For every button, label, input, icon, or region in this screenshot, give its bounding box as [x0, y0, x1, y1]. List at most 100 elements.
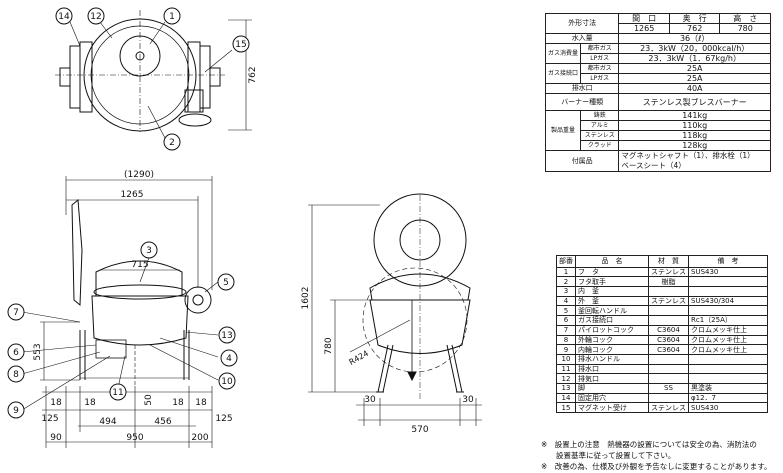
- part-material: [648, 363, 689, 375]
- weight-label: 製品重量: [544, 110, 582, 151]
- part-remarks: SUS430: [688, 266, 768, 278]
- part-remarks: [688, 286, 768, 297]
- spec-table: 外形寸法 間 口 奥 行 高 さ 1265 762 780 水入量 36（ℓ） …: [544, 13, 771, 172]
- weight-clad: 128kg: [618, 140, 771, 151]
- part-remarks: [688, 276, 768, 288]
- part-name: マグネット受け: [575, 402, 649, 413]
- part-remarks: φ12．7: [688, 392, 768, 404]
- part-no: 11: [556, 363, 576, 375]
- part-no: 7: [556, 324, 576, 336]
- part-name: パイロットコック: [575, 324, 649, 336]
- accessories-line-2: ベースシート（4）: [621, 161, 686, 170]
- part-remarks: [688, 305, 768, 317]
- gas-connection-city: 25A: [618, 63, 771, 74]
- part-no: 6: [556, 315, 576, 326]
- accessories-line-1: マグネットシャフト（1）、排水栓（1）: [621, 151, 755, 160]
- part-name: 外輪コック: [575, 334, 649, 346]
- part-name: 排水ハンドル: [575, 353, 649, 365]
- callout-3: 3: [146, 246, 152, 256]
- part-no: 14: [556, 392, 576, 404]
- weight-type-stainless: ステンレス: [580, 130, 620, 141]
- dim-125-right: 125: [215, 414, 232, 424]
- part-remarks: [688, 373, 768, 384]
- callout-9: 9: [13, 406, 19, 416]
- callout-8: 8: [13, 370, 19, 380]
- part-name: 排水口: [575, 363, 649, 375]
- gas-consumption-type-lp: LPガス: [580, 53, 620, 64]
- side-view: [308, 193, 482, 426]
- dim-553: 553: [33, 343, 43, 360]
- part-no: 1: [556, 266, 576, 278]
- burner-label: バーナー種類: [544, 93, 620, 111]
- capacity-value: 36（ℓ）: [618, 33, 771, 44]
- dim-18-a: 18: [50, 398, 62, 408]
- part-remarks: Rc1（25A）: [688, 315, 768, 326]
- dims-height: 780: [719, 23, 771, 34]
- dim-125-left: 125: [41, 414, 58, 424]
- dim-456: 456: [154, 417, 171, 427]
- parts-header-material: 材 質: [648, 255, 689, 268]
- part-material: ステンレス: [648, 295, 689, 307]
- dim-18-b: 18: [84, 398, 96, 408]
- part-no: 15: [556, 402, 576, 413]
- part-remarks: SUS430: [688, 402, 768, 413]
- part-name: 内 釜: [575, 286, 649, 297]
- weight-iron: 141kg: [618, 110, 771, 121]
- callout-2: 2: [169, 138, 175, 148]
- part-name: 固定用穴: [575, 392, 649, 404]
- callout-7: 7: [13, 308, 19, 318]
- callout-1: 1: [169, 12, 175, 22]
- weight-type-iron: 鋳鉄: [580, 110, 620, 121]
- part-material: [648, 353, 689, 365]
- note-1: ※ 設置上の注意 熱機器の設置については安全の為、消防法の: [541, 440, 757, 449]
- gas-connection-label: ガス接続口: [544, 63, 582, 84]
- top-view: [55, 7, 252, 151]
- dim-90: 90: [50, 433, 62, 443]
- part-remarks: 黒塗装: [688, 382, 768, 394]
- dim-1602: 1602: [301, 287, 311, 310]
- dim-18-c: 18: [172, 398, 184, 408]
- dim-780: 780: [324, 337, 334, 354]
- part-material: 樹脂: [648, 276, 689, 288]
- dims-label: 外形寸法: [544, 13, 620, 34]
- dim-715: 715: [131, 260, 148, 270]
- parts-header-name: 品 名: [575, 255, 649, 268]
- dims-depth: 762: [668, 23, 721, 34]
- callout-13: 13: [221, 331, 232, 341]
- part-material: ステンレス: [648, 402, 689, 413]
- part-name: フタ取手: [575, 276, 649, 288]
- part-remarks: [688, 353, 768, 365]
- drain-value: 40A: [618, 83, 771, 94]
- part-material: C3604: [648, 324, 689, 336]
- part-remarks: クロムメッキ仕上: [688, 334, 768, 346]
- part-name: 釜回転ハンドル: [575, 305, 649, 317]
- part-no: 3: [556, 286, 576, 297]
- part-remarks: SUS430/304: [688, 295, 768, 307]
- dim-30-left: 30: [364, 395, 376, 405]
- gas-connection-type-lp: LPガス: [580, 73, 620, 84]
- part-no: 2: [556, 276, 576, 288]
- front-view: [7, 176, 238, 448]
- weight-type-aluminum: アルミ: [580, 120, 620, 131]
- drain-label: 排水口: [544, 83, 620, 94]
- dims-header-width: 間 口: [618, 13, 670, 24]
- part-name: フ タ: [575, 266, 649, 278]
- part-material: SS: [648, 382, 689, 394]
- part-material: [648, 392, 689, 404]
- part-material: [648, 305, 689, 317]
- part-remarks: クロムメッキ仕上: [688, 324, 768, 336]
- callout-14: 14: [58, 12, 70, 22]
- accessories-label: 付属品: [544, 150, 620, 172]
- part-material: [648, 373, 689, 384]
- gas-connection-type-city: 都市ガス: [580, 63, 620, 74]
- gas-consumption-label: ガス消費量: [544, 43, 582, 64]
- weight-type-clad: クラッド: [580, 140, 620, 151]
